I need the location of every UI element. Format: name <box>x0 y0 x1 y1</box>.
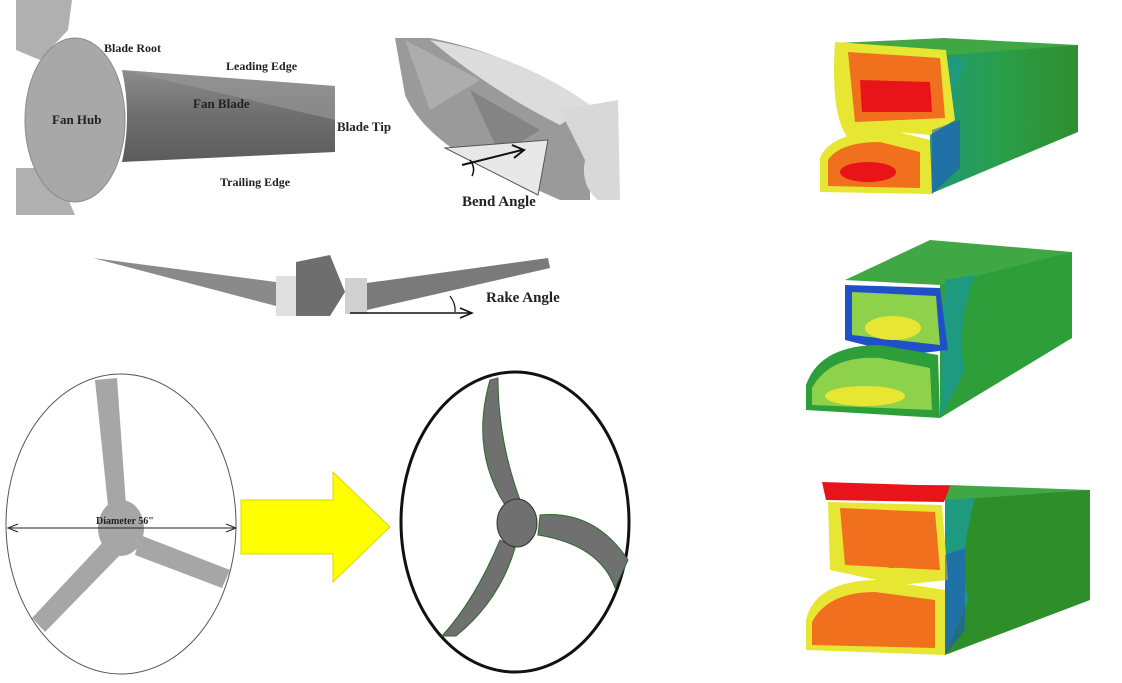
fan-blade-label: Fan Blade <box>193 96 250 111</box>
adjacent-blade-top <box>16 0 72 60</box>
fan-blade-up <box>95 378 126 506</box>
fan-blade-left <box>32 540 120 632</box>
contour-plot-2 <box>806 240 1072 418</box>
curved-blade-left <box>440 539 516 637</box>
original-fan-diagram: Diameter 56" <box>5 373 238 675</box>
diameter-label: Diameter 56" <box>96 516 154 527</box>
bend-angle-label: Bend Angle <box>462 194 536 210</box>
fan-hub-label: Fan Hub <box>52 112 102 127</box>
contour-plot-3 <box>806 482 1090 655</box>
transform-arrow-icon <box>240 470 391 584</box>
curved-blade-right <box>537 514 629 590</box>
blade-tip-label: Blade Tip <box>337 119 391 134</box>
bend-angle-diagram: Bend Angle <box>395 38 620 210</box>
fan-blade-right <box>135 535 230 588</box>
fan-hub-shape <box>24 37 126 203</box>
rake-angle-label: Rake Angle <box>486 290 560 306</box>
trailing-edge-label: Trailing Edge <box>220 175 291 189</box>
adjacent-blade-bottom <box>16 168 75 215</box>
blade-root-label: Blade Root <box>104 41 161 55</box>
bend-arrow-icon <box>511 144 526 159</box>
contour-plot-1 <box>820 38 1078 194</box>
modified-fan-diagram <box>399 370 631 674</box>
rake-arrow-icon <box>459 307 474 319</box>
left-raked-blade <box>93 258 276 306</box>
leading-edge-label: Leading Edge <box>226 59 298 73</box>
rake-angle-diagram: Rake Angle <box>93 255 560 319</box>
modified-fan-hub <box>496 498 538 548</box>
right-raked-blade <box>367 258 550 310</box>
bent-blade-shape <box>443 139 549 196</box>
blade-nomenclature-diagram: Fan Hub Blade Root Leading Edge Fan Blad… <box>16 0 391 215</box>
rake-hub-shape <box>296 255 345 316</box>
